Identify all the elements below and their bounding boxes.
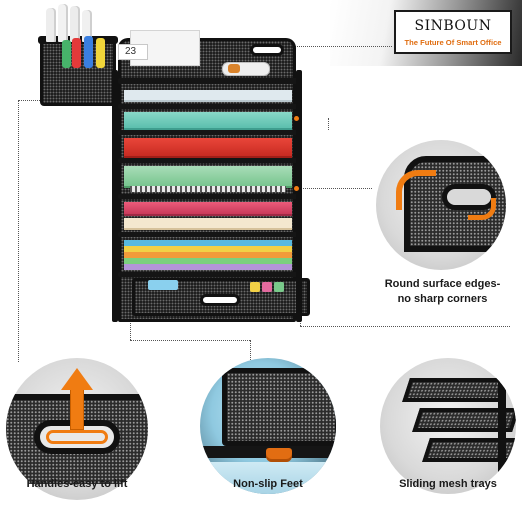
accent-dot-2 <box>294 186 299 191</box>
marker-white-3 <box>70 6 80 42</box>
tray-2-edge <box>118 104 298 109</box>
brand-tagline: The Future Of Smart Office <box>404 38 502 47</box>
notebook-spiral <box>130 186 286 192</box>
leader-line-bottom-center-v <box>250 340 251 360</box>
detail-circle-trays <box>380 358 516 494</box>
drawer-contents-3 <box>262 282 272 292</box>
label-card-text: 23 <box>125 46 137 57</box>
paper-blue <box>124 240 292 246</box>
tray-4-edge <box>118 158 298 163</box>
paper-stack-red <box>124 138 292 158</box>
paper-orange <box>124 252 292 258</box>
side-rail-left <box>112 70 118 322</box>
handle-orange-outline <box>46 430 108 444</box>
leader-line-bottom-center <box>130 320 131 340</box>
stapler-accent <box>228 64 240 73</box>
leader-line-top <box>292 46 392 47</box>
foot-pad <box>266 448 292 462</box>
book-cream <box>124 218 292 230</box>
paper-yellow <box>124 246 292 252</box>
leader-line-left <box>18 100 19 362</box>
leader-line-right <box>328 118 329 130</box>
sliding-tray-1 <box>402 378 510 402</box>
tray-side-rail <box>498 368 506 478</box>
tray-1-edge <box>118 78 298 84</box>
tray-5-edge <box>118 194 298 199</box>
side-rail-right <box>296 70 302 322</box>
marker-white-2 <box>58 4 68 42</box>
caption-rounded-line2: no sharp corners <box>397 293 488 305</box>
handle-arrow-shaft <box>70 386 84 430</box>
caption-trays: Sliding mesh trays <box>399 478 497 490</box>
drawer-contents-4 <box>274 282 284 292</box>
tray-7-edge <box>118 272 298 277</box>
feet-drawer-mesh <box>222 368 336 446</box>
marker-green <box>62 40 71 68</box>
marker-white-4 <box>82 10 92 42</box>
label-card: 23 <box>118 44 148 60</box>
leader-line-right-2 <box>300 188 372 189</box>
tray-3-edge <box>118 130 298 135</box>
caption-feet: Non-slip Feet <box>233 478 303 490</box>
handle-arrow-up-icon <box>61 368 93 390</box>
drawer-contents-2 <box>250 282 260 292</box>
brand-name: SINBOUN <box>414 18 492 34</box>
paper-stack-green <box>124 166 292 188</box>
paper-stack-teal <box>124 112 292 130</box>
leader-line-mid <box>300 326 510 327</box>
brand-logo-box: SINBOUN The Future Of Smart Office <box>394 10 512 54</box>
feet-floor <box>200 462 336 494</box>
caption-rounded-line1: Round surface edges- <box>384 278 501 290</box>
detail-circle-feet <box>200 358 336 494</box>
marker-yellow <box>96 38 105 68</box>
marker-blue <box>84 36 93 68</box>
paper-green <box>124 258 292 264</box>
rounded-edge-orange-curve-2 <box>468 198 496 220</box>
leader-line-bottom-center-h <box>130 340 250 341</box>
paper-purple <box>124 264 292 270</box>
tray-6-edge <box>118 232 298 237</box>
desk-organizer: 23 <box>0 0 330 340</box>
drawer-contents-1 <box>148 280 178 290</box>
marker-white-1 <box>46 8 56 42</box>
caption-handles: Handles-easy to lift <box>26 478 128 490</box>
detail-circle-handles <box>6 358 148 500</box>
top-handle <box>250 44 284 56</box>
rounded-edge-orange-curve <box>396 170 436 210</box>
book-pink <box>124 202 292 216</box>
accent-dot-1 <box>294 116 299 121</box>
leader-line-left-top <box>18 100 46 101</box>
caption-rounded-edges: Round surface edges- no sharp corners <box>370 278 515 305</box>
detail-circle-rounded-edges <box>376 140 506 270</box>
paper-stack-1 <box>124 90 292 102</box>
drawer-handle <box>200 294 240 306</box>
marker-red <box>72 38 81 68</box>
